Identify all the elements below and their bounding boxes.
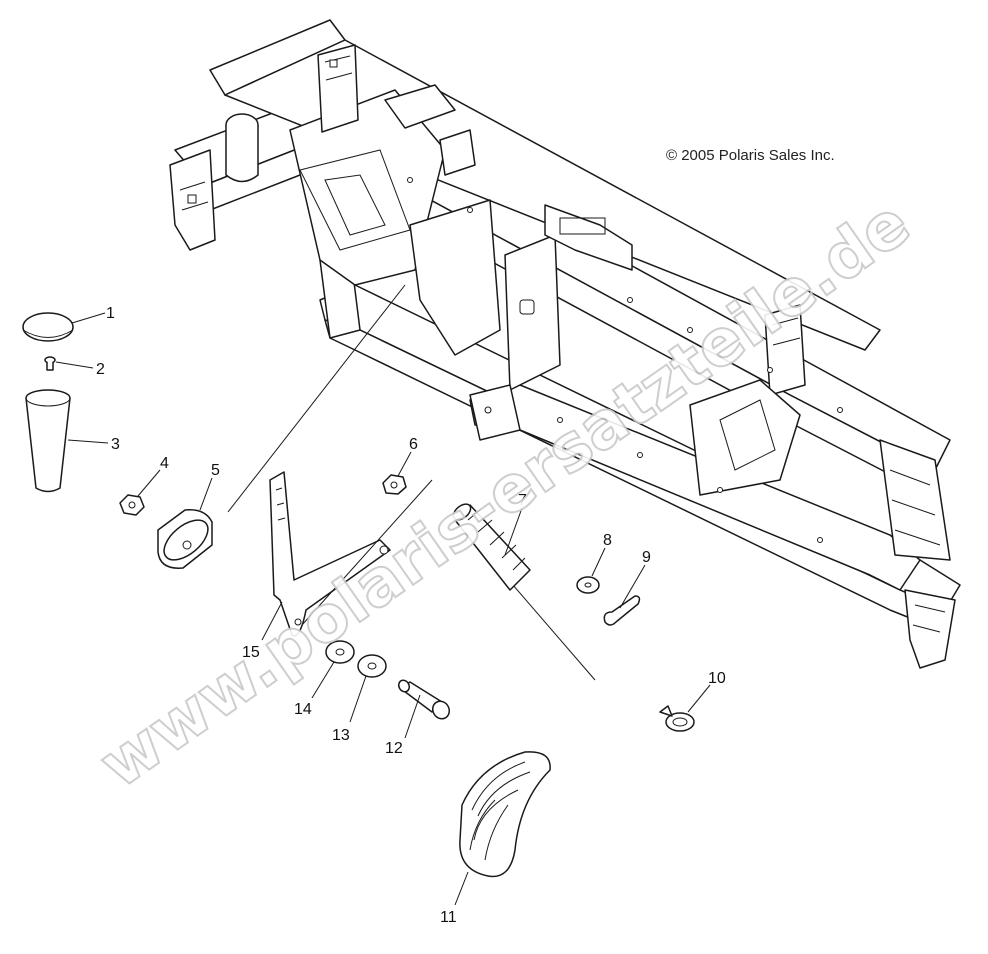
callout-2: 2 (96, 361, 105, 378)
part-nut (119, 494, 145, 516)
part-boot (459, 751, 551, 878)
part-screw (44, 356, 56, 371)
part-cap (22, 312, 74, 342)
callout-1: 1 (106, 305, 115, 322)
callout-12: 12 (385, 740, 403, 757)
part-washer-2 (357, 654, 387, 678)
callout-4: 4 (160, 455, 169, 472)
callout-13: 13 (332, 727, 350, 744)
callout-8: 8 (603, 532, 612, 549)
watermark-text: www.polaris-ersatzteile.de (87, 186, 924, 803)
callout-14: 14 (294, 701, 312, 718)
leader-lines (55, 284, 711, 906)
frame-assembly (169, 19, 961, 669)
callout-15: 15 (242, 644, 260, 661)
part-nut-2 (382, 474, 407, 495)
callout-9: 9 (642, 549, 651, 566)
copyright-text: © 2005 Polaris Sales Inc. (666, 147, 835, 164)
part-shoulder-bolt (397, 679, 451, 720)
part-shift-cable (452, 503, 596, 681)
callout-5: 5 (211, 462, 220, 479)
part-clamp (659, 705, 695, 732)
callout-11: 11 (440, 909, 457, 926)
part-bumper (157, 509, 213, 569)
callout-labels: 1 2 3 4 5 6 7 8 9 10 11 12 13 14 15 (96, 305, 726, 926)
part-cotter-pin (603, 595, 641, 626)
part-washer (576, 576, 600, 594)
part-shift-knob (25, 389, 71, 493)
part-shift-lever (269, 471, 391, 637)
callout-6: 6 (409, 436, 418, 453)
part-washer-3 (325, 640, 355, 664)
callout-3: 3 (111, 436, 120, 453)
callout-7: 7 (518, 492, 527, 509)
callout-10: 10 (708, 670, 726, 687)
